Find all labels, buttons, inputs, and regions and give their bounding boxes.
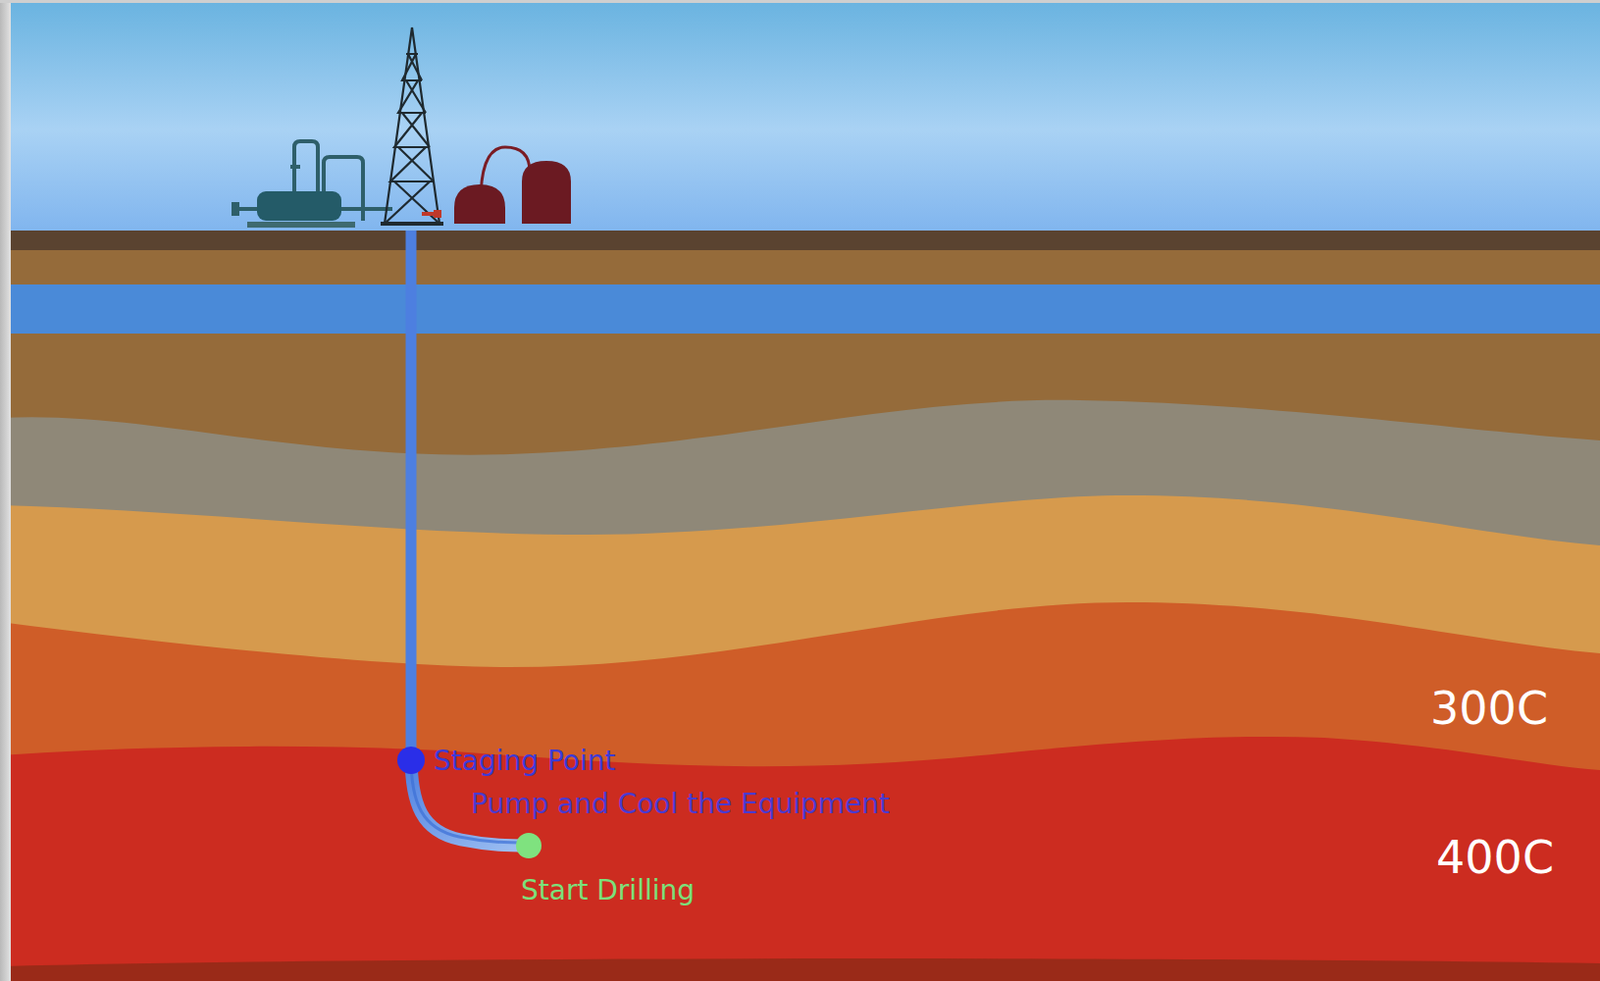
storage-tank	[521, 160, 571, 224]
staging-point-dot	[397, 746, 425, 775]
point-label: Start Drilling	[520, 875, 695, 907]
valve	[231, 202, 240, 216]
temperature-label: 400C	[1436, 831, 1554, 884]
wellbore	[406, 230, 417, 761]
window-frame	[0, 0, 11, 981]
derrick-bracing	[384, 53, 440, 224]
sky	[0, 0, 1600, 236]
skid	[247, 221, 356, 228]
valve	[290, 164, 301, 169]
hotter-layer	[0, 736, 1600, 981]
sandstone-layer	[0, 495, 1600, 981]
point-label: Staging Point	[433, 745, 616, 777]
derrick-base	[380, 221, 444, 226]
drill-start-dot	[516, 832, 542, 859]
storage-tanks	[421, 147, 571, 224]
storage-tank	[454, 184, 506, 224]
derrick-frame	[384, 27, 440, 224]
valve	[433, 209, 442, 218]
deep-layer	[0, 958, 1600, 981]
hot-layer	[0, 602, 1600, 981]
derrick	[380, 27, 444, 224]
rock-layer	[0, 333, 1600, 981]
soil-layer	[0, 250, 1600, 287]
topsoil-layer	[0, 230, 1600, 253]
window-frame	[0, 0, 1600, 3]
temperature-label: 300C	[1430, 682, 1549, 735]
step-label: Pump and Cool the Equipment	[470, 788, 890, 821]
separator-tank	[257, 191, 342, 221]
aquifer-layer	[0, 284, 1600, 334]
shale-layer	[0, 400, 1600, 981]
surface-equipment	[235, 141, 393, 221]
